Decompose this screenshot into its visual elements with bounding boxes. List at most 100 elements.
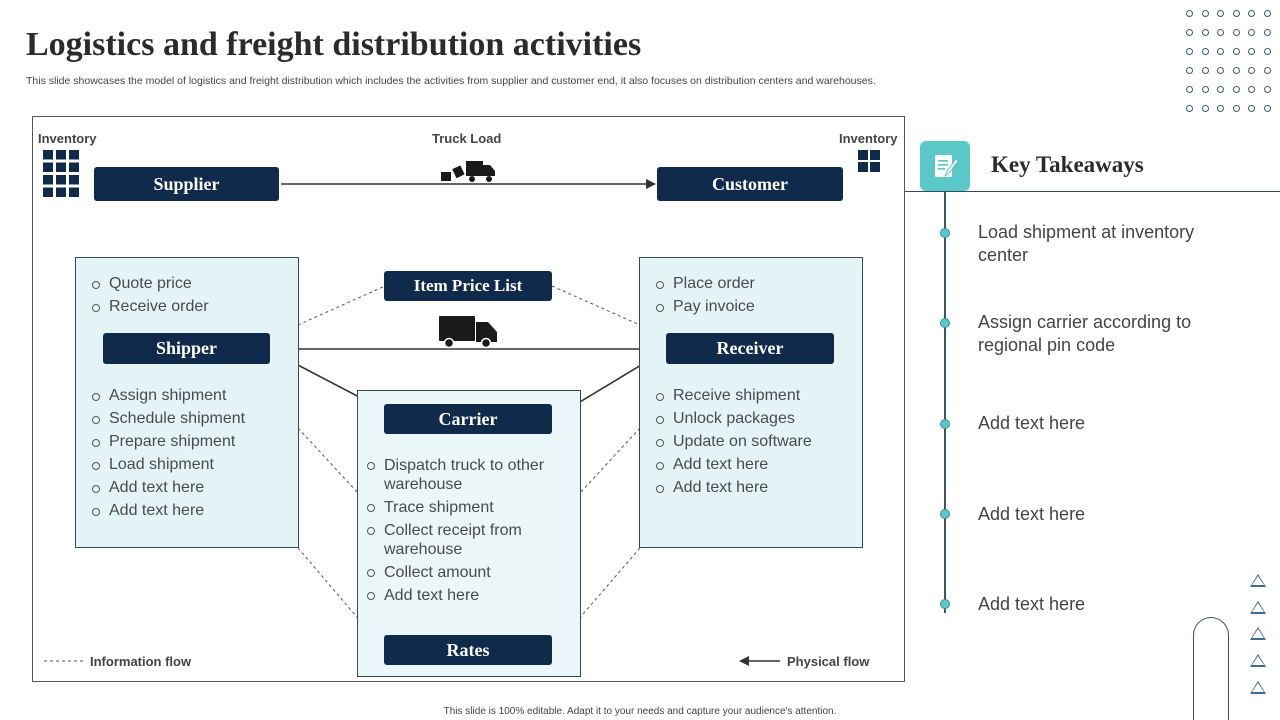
decorative-dot [1232, 105, 1240, 112]
timeline-dot [940, 419, 950, 429]
takeaway-item: Add text here [978, 504, 1086, 524]
carrier-node: Carrier [384, 404, 552, 434]
shipper-bottom-list: Assign shipment Schedule shipment Prepar… [91, 384, 245, 522]
decorative-triangle-icon [1250, 627, 1266, 640]
information-flow-legend: Information flow [90, 654, 192, 669]
list-item: Add text here [91, 499, 245, 522]
list-item: Add text here [366, 586, 566, 605]
decorative-dot [1201, 10, 1209, 17]
decorative-dot [1201, 48, 1209, 55]
decorative-dot [1201, 67, 1209, 74]
list-item: Add text here [91, 476, 245, 499]
carrier-list: Dispatch truck to other warehouse Trace … [366, 456, 566, 609]
decorative-dot [1264, 86, 1271, 93]
list-item: Update on software [655, 430, 812, 453]
decorative-dot [1217, 48, 1225, 55]
decorative-dot [1186, 67, 1193, 74]
shipper-panel [75, 257, 299, 548]
customer-node: Customer [657, 167, 843, 201]
decorative-dot [1217, 10, 1225, 17]
takeaway-item: Add text here [978, 594, 1086, 614]
supplier-node: Supplier [94, 167, 279, 201]
timeline-dot [940, 599, 950, 609]
notepad-pencil-icon [920, 141, 970, 191]
receiver-bottom-list: Receive shipment Unlock packages Update … [655, 384, 812, 499]
list-item: Add text here [655, 453, 812, 476]
footer-note: This slide is 100% editable. Adapt it to… [443, 706, 837, 717]
timeline-line [944, 191, 946, 613]
page-subtitle: This slide showcases the model of logist… [26, 75, 876, 87]
decorative-dot [1201, 29, 1209, 36]
list-item: Prepare shipment [91, 430, 245, 453]
rates-node: Rates [384, 635, 552, 665]
list-item: Collect amount [366, 563, 566, 582]
decorative-dot [1232, 86, 1240, 93]
decorative-dot [1264, 105, 1271, 112]
page-title: Logistics and freight distribution activ… [26, 26, 642, 63]
decorative-dot [1232, 29, 1240, 36]
decorative-dot [1201, 105, 1209, 112]
decorative-triangle-icon [1250, 681, 1266, 694]
truck-load-label: Truck Load [432, 131, 502, 146]
decorative-dot [1232, 67, 1240, 74]
list-item: Trace shipment [366, 498, 566, 517]
decorative-dot [1186, 86, 1193, 93]
decorative-dot [1186, 10, 1193, 17]
receiver-node: Receiver [666, 333, 834, 364]
inventory-label-right: Inventory [839, 131, 898, 146]
item-price-list-node: Item Price List [384, 271, 552, 301]
decorative-triangle-icon [1250, 654, 1266, 667]
decorative-dot [1232, 10, 1240, 17]
decorative-dot [1248, 29, 1256, 36]
decorative-dot [1264, 48, 1271, 55]
decorative-dot [1201, 86, 1209, 93]
takeaway-item: Add text here [978, 413, 1086, 433]
list-item: Quote price [91, 272, 209, 295]
decorative-arch [1193, 617, 1229, 720]
list-item: Dispatch truck to other warehouse [366, 456, 566, 494]
decorative-dot [1217, 67, 1225, 74]
decorative-dot [1264, 67, 1271, 74]
decorative-dot [1217, 29, 1225, 36]
decorative-dot [1217, 105, 1225, 112]
list-item: Collect receipt from warehouse [366, 521, 566, 559]
list-item: Schedule shipment [91, 407, 245, 430]
decorative-dot [1248, 86, 1256, 93]
list-item: Assign shipment [91, 384, 245, 407]
inventory-label-left: Inventory [38, 131, 97, 146]
decorative-dot [1248, 67, 1256, 74]
decorative-dot [1248, 105, 1256, 112]
list-item: Receive order [91, 295, 209, 318]
list-item: Load shipment [91, 453, 245, 476]
key-takeaways-divider [905, 191, 1280, 192]
decorative-dot [1248, 10, 1256, 17]
decorative-dot [1186, 48, 1193, 55]
receiver-panel [639, 257, 863, 548]
list-item: Receive shipment [655, 384, 812, 407]
takeaway-item: Assign carrier according to regional pin… [978, 312, 1192, 355]
diagram-frame [32, 116, 905, 682]
decorative-dot [1264, 10, 1271, 17]
list-item: Place order [655, 272, 755, 295]
decorative-dot [1186, 105, 1193, 112]
decorative-dot [1186, 29, 1193, 36]
takeaway-item: Load shipment at inventory center [978, 222, 1195, 265]
shipper-node: Shipper [103, 333, 270, 364]
decorative-triangle-icon [1250, 601, 1266, 614]
decorative-triangle-icon [1250, 574, 1266, 587]
key-takeaways-title: Key Takeaways [991, 152, 1144, 177]
list-item: Add text here [655, 476, 812, 499]
physical-flow-legend: Physical flow [787, 654, 870, 669]
list-item: Pay invoice [655, 295, 755, 318]
decorative-dot [1248, 48, 1256, 55]
decorative-dot [1217, 86, 1225, 93]
decorative-dot [1264, 29, 1271, 36]
list-item: Unlock packages [655, 407, 812, 430]
timeline-dot [940, 318, 950, 328]
receiver-top-list: Place order Pay invoice [655, 272, 755, 318]
timeline-dot [940, 228, 950, 238]
decorative-dot [1232, 48, 1240, 55]
shipper-top-list: Quote price Receive order [91, 272, 209, 318]
carrier-panel [357, 390, 581, 677]
timeline-dot [940, 509, 950, 519]
